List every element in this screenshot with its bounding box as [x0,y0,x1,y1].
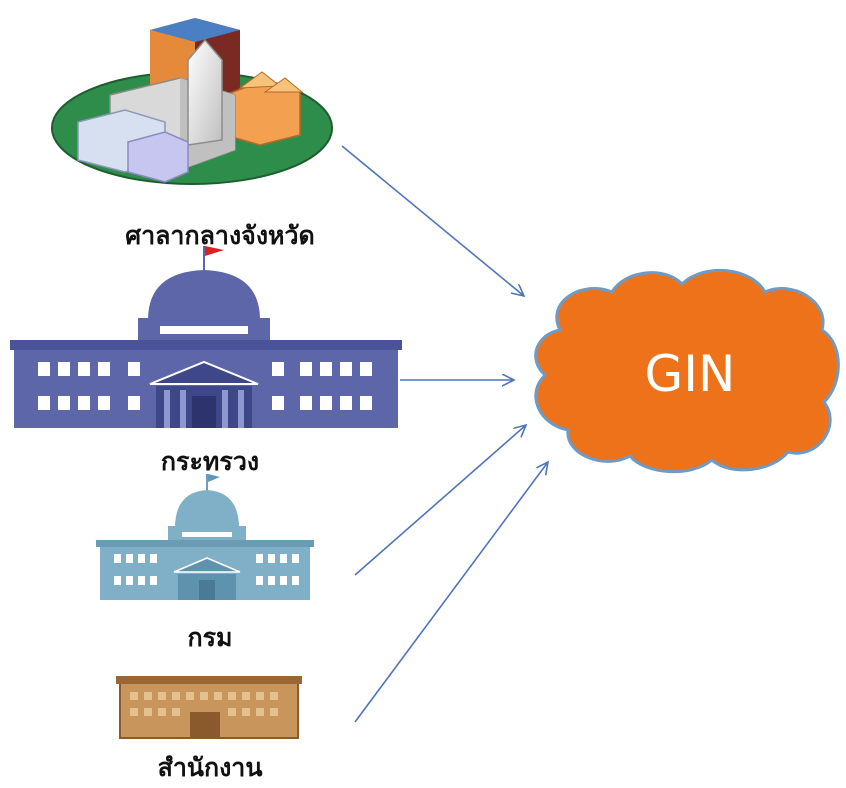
node-label-office: สำนักงาน [157,753,263,782]
node-label-province: ศาลากลางจังหวัด [125,221,315,250]
node-label-ministry: กระทรวง [160,447,260,476]
ministry-building-icon [10,246,402,428]
gin-label: GIN [644,345,736,403]
office-building-icon [116,676,302,739]
arrow-province-to-gin [341,145,524,296]
arrow-office-to-gin [354,462,548,723]
arrow-department-to-gin [354,425,526,576]
connection-arrows [341,145,548,723]
province-hall-icon [51,18,333,185]
node-label-department: กรม [187,623,233,652]
gin-cloud-shape [534,268,840,474]
department-building-icon [96,474,314,600]
